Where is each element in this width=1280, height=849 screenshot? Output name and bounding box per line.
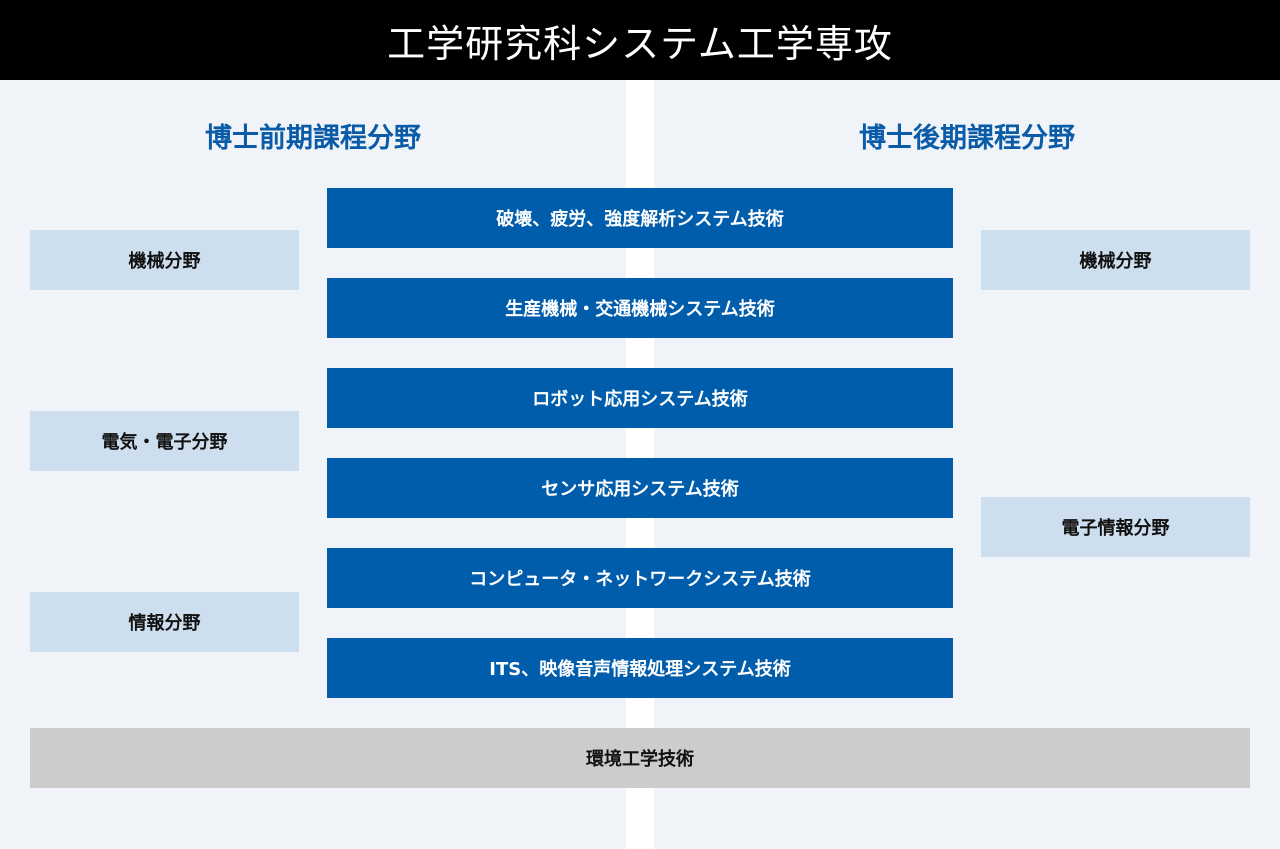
page-title: 工学研究科システム工学専攻 xyxy=(0,0,1280,80)
doctoral-field-mechanical: 機械分野 xyxy=(981,230,1250,290)
master-field-mechanical: 機械分野 xyxy=(30,230,299,290)
tech-its-audio-video: ITS、映像音声情報処理システム技術 xyxy=(327,638,953,698)
master-course-heading: 博士前期課程分野 xyxy=(205,122,421,154)
tech-fracture-fatigue-strength: 破壊、疲労、強度解析システム技術 xyxy=(327,188,953,248)
doctoral-course-heading: 博士後期課程分野 xyxy=(859,122,1075,154)
tech-robot-application: ロボット応用システム技術 xyxy=(327,368,953,428)
tech-computer-network: コンピュータ・ネットワークシステム技術 xyxy=(327,548,953,608)
tech-sensor-application: センサ応用システム技術 xyxy=(327,458,953,518)
doctoral-field-electronic-information: 電子情報分野 xyxy=(981,497,1250,557)
tech-production-transport-machinery: 生産機械・交通機械システム技術 xyxy=(327,278,953,338)
master-field-electrical-electronic: 電気・電子分野 xyxy=(30,411,299,471)
environmental-engineering-box: 環境工学技術 xyxy=(30,728,1250,788)
master-field-information: 情報分野 xyxy=(30,592,299,652)
